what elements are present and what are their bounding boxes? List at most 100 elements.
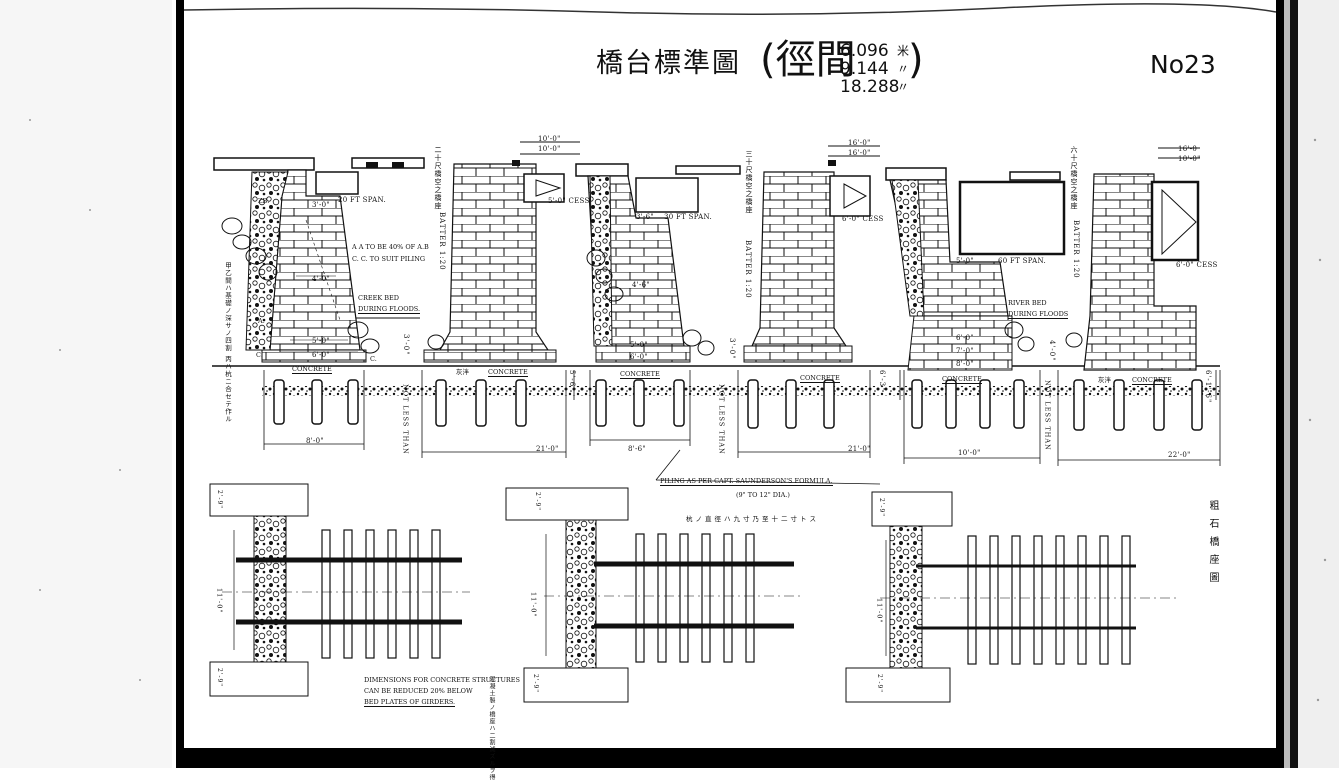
river-bed-1: RIVER BED <box>1008 299 1047 307</box>
concrete-label-2: CONCRETE <box>488 368 528 377</box>
height-label-20ft: 二十尺橋空之橋座 <box>434 146 442 210</box>
top-width-20ft-b: 10'-0" <box>538 145 561 153</box>
depth-60ft: 4'-0" <box>1048 340 1056 362</box>
dimension-lines <box>263 370 1221 485</box>
step-width-30ft-3: 6'-0" <box>630 353 648 361</box>
pile-width-60ft: 22'-0" <box>1168 451 1191 459</box>
height-label-30ft: 三十尺橋空之橋座 <box>745 150 753 214</box>
span-values: 6.096 9.144 18.288 <box>840 42 899 96</box>
footing-width-20ft: 8'-0" <box>306 437 324 445</box>
concrete-jp-1: 灰泮 <box>456 368 469 376</box>
step-width-20ft-2: 5'-0" <box>312 337 330 345</box>
piling-jp: 杭ノ直徑ハ九寸乃至十二寸トス <box>686 515 819 523</box>
cess-30ft: 6'-0" CESS <box>842 215 884 223</box>
plan-wing-2: 2'-9" <box>216 668 223 688</box>
concrete-label-3: CONCRETE <box>620 370 660 379</box>
batter-60ft: BATTER 1:20 <box>1072 220 1080 279</box>
top-width-60ft-a: 16'-0 <box>1178 145 1198 153</box>
point-a: A. <box>258 317 265 325</box>
footing-width-30ft: 8'-6" <box>628 445 646 453</box>
plan-width-3: 11'-0" <box>875 598 884 624</box>
concrete-jp-2: 灰泮 <box>1098 376 1111 384</box>
plan-wing-5: 2'-9" <box>878 498 885 518</box>
cc-note: C. C. TO SUIT PILING <box>352 255 426 263</box>
pile-width-20ft: 21'-0" <box>536 445 559 453</box>
span-label-20ft: 20 FT SPAN. <box>338 196 387 204</box>
cess-20ft: 5'-0" CESS <box>548 197 590 205</box>
river-bed-2: DURING FLOODS <box>1008 310 1069 319</box>
not-less-than-1: NOT LESS THAN <box>401 384 410 455</box>
plan-width-2: 11'-0" <box>529 592 538 618</box>
abutment-plans <box>209 483 1180 703</box>
plan-wing-4: 2'-9" <box>532 674 539 694</box>
point-c1: C. <box>256 351 263 359</box>
depth-30ft: 3'-0" <box>728 338 736 360</box>
abutment-elevation-60ft <box>885 147 1200 371</box>
top-width-30ft-a: 16'-0" <box>848 139 871 147</box>
abutment-elevation-30ft <box>427 145 880 363</box>
span-value-2: 9.144 <box>840 59 889 79</box>
step-width-20ft-1: 4'-0" <box>312 275 330 283</box>
span-value-1: 6.096 <box>840 41 889 61</box>
dim-note-3: BED PLATES OF GIRDERS. <box>364 698 456 707</box>
concrete-label-4: CONCRETE <box>800 374 840 383</box>
step-width-60ft-3: 8'-0" <box>956 360 974 368</box>
top-width-30ft-b: 16'-0" <box>848 149 871 157</box>
sheet-number: No23 <box>1150 50 1216 79</box>
span-unit-3: 〃 <box>897 80 910 94</box>
step-width-30ft-1: 4'-6" <box>632 281 650 289</box>
top-width-20ft-a: 10'-0" <box>538 135 561 143</box>
top-width-60ft-b: 10'-0" <box>1178 155 1201 163</box>
plan-wing-3: 2'-9" <box>534 492 541 512</box>
depth-20ft: 3'-0" <box>402 334 410 356</box>
concrete-label-5: CONCRETE <box>942 375 982 384</box>
step-width-20ft-3: 6'-0" <box>312 351 330 359</box>
plan-wing-6: 2'-9" <box>876 674 883 694</box>
pile-depth-60ft: 6'-1'-6" <box>1204 370 1212 404</box>
step-width-30ft-2: 5'-0" <box>630 341 648 349</box>
concrete-label-1: CONCRETE <box>292 365 332 374</box>
dim-note-1: DIMENSIONS FOR CONCRETE STRUCTURES <box>364 676 521 684</box>
cess-60ft: 6'-0" CESS <box>1176 261 1218 269</box>
span-value-3: 18.288 <box>840 77 900 97</box>
creek-bed-2: DURING FLOODS. <box>358 305 421 314</box>
footing-width-60ft: 10'-0" <box>958 449 981 457</box>
span-unit-2: 〃 <box>897 62 910 76</box>
drawing-title: 橋台標準圖 <box>596 48 741 79</box>
point-c2: C. <box>370 355 377 363</box>
piling-note: PILING AS PER CAPT. SAUNDERSON'S FORMULA… <box>660 477 833 486</box>
step-width-60ft-2: 7'-0" <box>956 347 974 355</box>
gravel-bed <box>262 386 1220 396</box>
creek-bed-1: CREEK BED <box>358 294 400 302</box>
seat-width-30ft: 3'-6" <box>636 213 654 221</box>
span-label-30ft: 30 FT SPAN. <box>664 213 713 221</box>
pile-depth-20ft: 5'-6" <box>568 370 576 392</box>
plan-width-1: 11'-0" <box>215 588 224 614</box>
point-zb: ZB. <box>258 197 270 205</box>
subtitle-open: (徑間 <box>760 37 856 83</box>
side-title-jp: 粗石橋座圖 <box>1207 500 1218 590</box>
ab-note: A A TO BE 40% OF A.B <box>352 243 429 251</box>
pile-width-30ft: 21'-0" <box>848 445 871 453</box>
batter-30ft: BATTER 1:20 <box>744 240 752 299</box>
seat-width-20ft: 3'-0" <box>312 201 330 209</box>
step-width-60ft-1: 6'-0" <box>956 334 974 342</box>
pile-depth-30ft: 6'-3" <box>878 370 886 392</box>
batter-20ft: BATTER 1:20 <box>438 212 446 271</box>
not-less-than-2: NOT LESS THAN <box>717 384 726 455</box>
not-less-than-3: NOT LESS THAN <box>1043 380 1052 451</box>
abutment-elevation-20ft <box>213 141 580 363</box>
piling-dia: (9" TO 12" DIA.) <box>736 491 790 499</box>
piles <box>273 379 1203 431</box>
dim-note-2: CAN BE REDUCED 20% BELOW <box>364 687 473 695</box>
seat-width-60ft: 5'-0" <box>956 257 974 265</box>
plan-wing-1: 2'-9" <box>216 490 223 510</box>
jp-note-left: 甲乙間ハ基礎ノ深サノ四割 丙ハ杭ニ合セテ作ル <box>224 262 232 423</box>
span-label-60ft: 60 FT SPAN. <box>998 257 1047 265</box>
height-label-60ft: 六十尺橋空之橋座 <box>1070 146 1078 210</box>
concrete-label-6: CONCRETE <box>1132 376 1172 385</box>
subtitle-close: ) <box>908 37 924 83</box>
dim-note-jp: 混凝土製ノ橋座ハ二割減ズルヲ得 <box>488 676 495 781</box>
span-unit-1: 米 <box>897 44 910 58</box>
